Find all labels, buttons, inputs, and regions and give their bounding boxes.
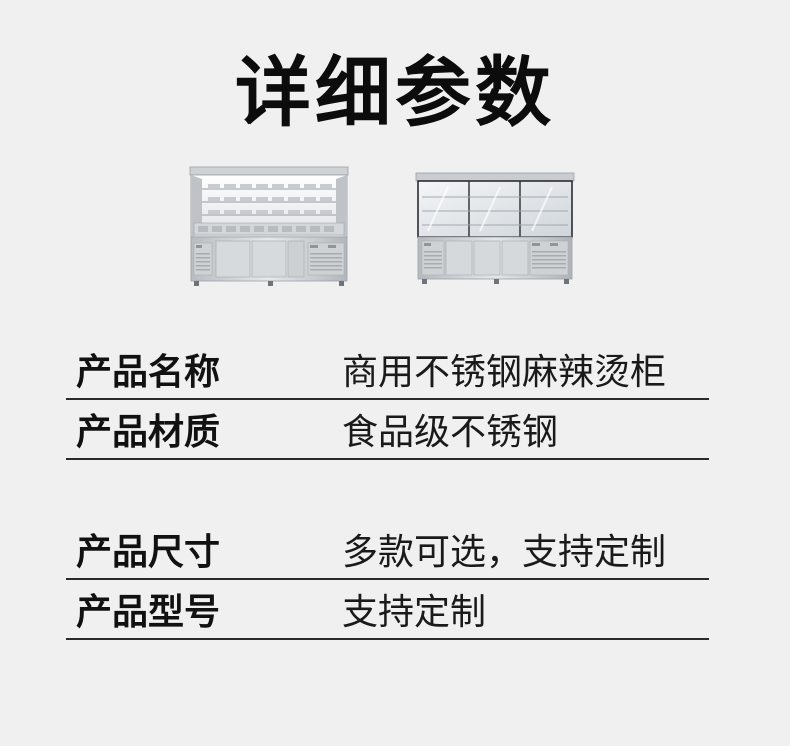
spec-row-size: 产品尺寸 多款可选，支持定制 (66, 532, 709, 580)
spec-label: 产品材质 (76, 412, 221, 453)
spec-row-model: 产品型号 支持定制 (66, 592, 709, 640)
spec-value: 商用不锈钢麻辣烫柜 (342, 352, 667, 393)
spec-row-material: 产品材质 食品级不锈钢 (66, 412, 709, 460)
spec-row-name: 产品名称 商用不锈钢麻辣烫柜 (66, 352, 709, 400)
spec-value: 食品级不锈钢 (342, 412, 559, 453)
spec-label: 产品型号 (76, 592, 221, 633)
page-title: 详细参数 (235, 48, 555, 137)
spec-label: 产品尺寸 (76, 532, 221, 573)
spec-value: 支持定制 (342, 592, 487, 633)
open-display-cabinet-image (189, 166, 349, 286)
glass-door-cabinet-image (415, 172, 575, 284)
spec-label: 产品名称 (76, 352, 221, 393)
spec-value: 多款可选，支持定制 (342, 532, 667, 573)
